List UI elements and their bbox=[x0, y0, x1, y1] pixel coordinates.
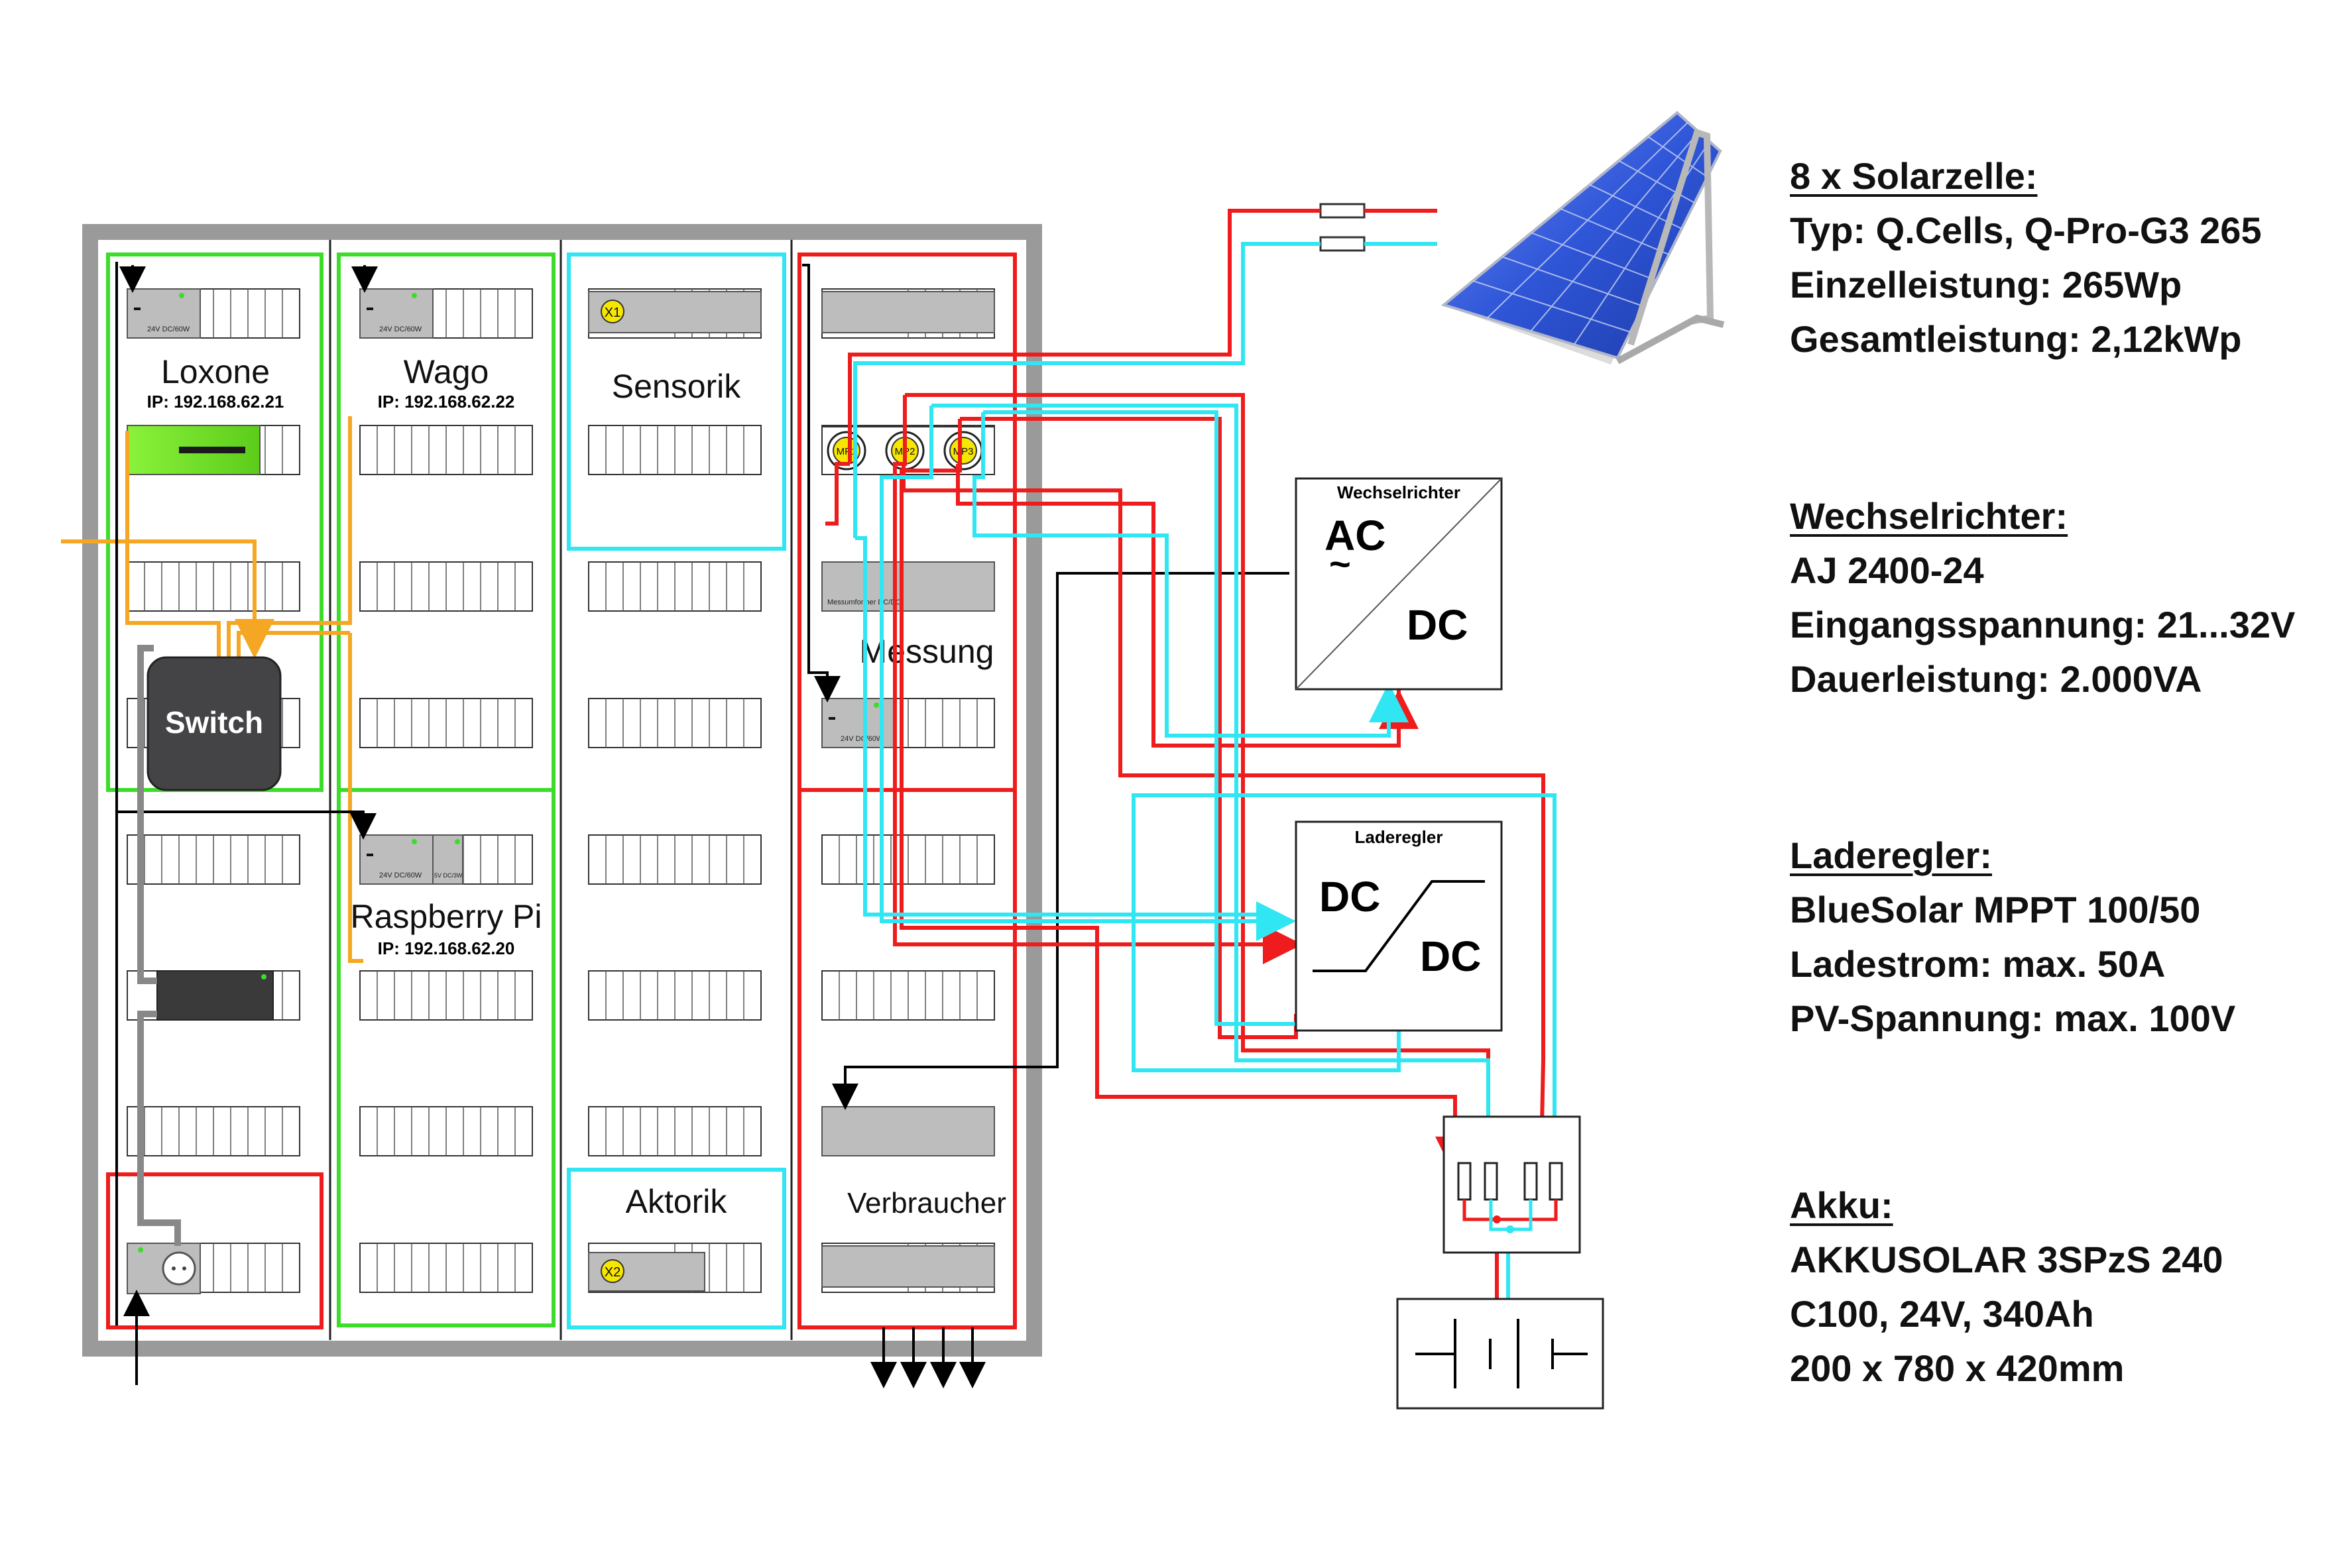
measure-point: MP3 bbox=[943, 431, 983, 471]
wago-ip: IP: 192.168.62.22 bbox=[378, 392, 515, 412]
breaker-module bbox=[359, 698, 533, 748]
power-socket-icon bbox=[162, 1251, 196, 1286]
loxone-psu-label: 24V DC/60W bbox=[147, 325, 190, 333]
tilde-icon: ~ bbox=[1329, 543, 1351, 585]
signal-lines bbox=[115, 262, 1289, 1388]
charger-spec: Laderegler: BlueSolar MPPT 100/50 Ladest… bbox=[1790, 828, 2347, 1046]
inverter-spec-line: Eingangsspannung: 21...32V bbox=[1790, 604, 2296, 645]
solar-spec-line: Typ: Q.Cells, Q-Pro-G3 265 bbox=[1790, 209, 2262, 251]
breaker-module bbox=[588, 698, 762, 748]
solar-spec-line: Einzelleistung: 265Wp bbox=[1790, 264, 2182, 306]
sensorik-outline bbox=[567, 252, 786, 551]
messumformer bbox=[821, 561, 995, 612]
consumer-breakers bbox=[821, 1106, 995, 1156]
messung-title: Messung bbox=[860, 633, 994, 670]
aktorik-title: Aktorik bbox=[626, 1183, 728, 1220]
wago-psu-label: 24V DC/60W bbox=[379, 325, 422, 333]
inverter-ac-label: AC bbox=[1324, 512, 1385, 559]
charger-spec-line: PV-Spannung: max. 100V bbox=[1790, 997, 2236, 1039]
special-modules: 24V DC/60W 24V DC/60W 24V DC/60W 5V DC/3… bbox=[127, 288, 995, 1294]
raspberry-ip: IP: 192.168.62.20 bbox=[378, 938, 515, 958]
charger-dc-in-label: DC bbox=[1319, 873, 1380, 921]
battery-spec-line: AKKUSOLAR 3SPzS 240 bbox=[1790, 1239, 2223, 1280]
inverter-spec-line: Dauerleistung: 2.000VA bbox=[1790, 658, 2202, 700]
battery-spec-title: Akku: bbox=[1790, 1184, 1893, 1226]
breaker-module bbox=[359, 1106, 533, 1156]
breaker-module bbox=[127, 1106, 300, 1156]
breaker-module bbox=[127, 834, 300, 885]
battery-spec: Akku: AKKUSOLAR 3SPzS 240 C100, 24V, 340… bbox=[1790, 1178, 2347, 1396]
inverter-spec-line: AJ 2400-24 bbox=[1790, 549, 1984, 591]
raspberry-psu-label: 24V DC/60W bbox=[379, 871, 422, 879]
breaker-module bbox=[359, 1243, 533, 1293]
breaker-module bbox=[588, 970, 762, 1021]
breaker-module bbox=[127, 561, 300, 612]
positive-wiring bbox=[825, 209, 1545, 1299]
breaker-module bbox=[588, 561, 762, 612]
charger-dc-out-label: DC bbox=[1420, 932, 1481, 980]
solar-panel-image bbox=[1441, 111, 1725, 364]
raspberry-psu bbox=[359, 834, 434, 885]
switch-label: Switch bbox=[165, 705, 263, 740]
aktorik-outline bbox=[567, 1168, 786, 1329]
battery-spec-line: C100, 24V, 340Ah bbox=[1790, 1293, 2094, 1335]
inverter-spec-title: Wechselrichter: bbox=[1790, 495, 2068, 537]
inverter-dc-label: DC bbox=[1407, 601, 1468, 649]
charger-box: Laderegler DC DC bbox=[1295, 820, 1503, 1032]
breaker-module bbox=[588, 425, 762, 475]
loxone-ip: IP: 192.168.62.21 bbox=[147, 392, 284, 412]
sensorik-title: Sensorik bbox=[612, 368, 742, 405]
breaker-module bbox=[821, 970, 995, 1021]
charger-spec-line: Ladestrom: max. 50A bbox=[1790, 943, 2166, 985]
network-switch: Switch bbox=[147, 656, 282, 791]
battery-fuse-box bbox=[1442, 1115, 1581, 1254]
battery-spec-line: 200 x 780 x 420mm bbox=[1790, 1347, 2125, 1389]
loxone-title: Loxone bbox=[161, 353, 270, 390]
measure-terminal-strip bbox=[821, 291, 995, 333]
verbraucher-title: Verbraucher bbox=[847, 1187, 1006, 1219]
raspberry-title: Raspberry Pi bbox=[351, 898, 542, 935]
messung-psu-label: 24V DC/60W bbox=[841, 735, 884, 743]
breaker-module bbox=[359, 561, 533, 612]
verbraucher-outline bbox=[797, 788, 1017, 1329]
solar-spec-line: Gesamtleistung: 2,12kWp bbox=[1790, 318, 2242, 360]
solar-spec-title: 8 x Solarzelle: bbox=[1790, 155, 2038, 197]
section-outlines bbox=[106, 252, 1017, 1329]
section-titles: Loxone IP: 192.168.62.21 Wago IP: 192.16… bbox=[147, 353, 1006, 1220]
consumer-terminal-strip bbox=[821, 1245, 995, 1288]
loxone-psu bbox=[127, 288, 201, 339]
wago-title: Wago bbox=[404, 353, 489, 390]
measure-point-label: MP3 bbox=[953, 446, 974, 457]
wago-psu bbox=[359, 288, 434, 339]
raspberry-pi-case bbox=[156, 970, 274, 1021]
raspberry-dcdc-label: 5V DC/3W bbox=[434, 872, 463, 879]
breaker-module bbox=[359, 425, 533, 475]
inverter-title: Wechselrichter bbox=[1337, 482, 1460, 502]
x1-label: X1 bbox=[605, 306, 620, 320]
socket-group-outline bbox=[106, 1172, 323, 1329]
negative-wiring bbox=[853, 242, 1557, 1299]
breaker-module bbox=[821, 834, 995, 885]
solar-spec: 8 x Solarzelle: Typ: Q.Cells, Q-Pro-G3 2… bbox=[1790, 149, 2347, 366]
grey-cables bbox=[137, 645, 181, 1246]
breaker-module bbox=[359, 970, 533, 1021]
charger-spec-title: Laderegler: bbox=[1790, 834, 1992, 876]
inverter-box: Wechselrichter AC ~ DC bbox=[1295, 477, 1503, 691]
inverter-spec: Wechselrichter: AJ 2400-24 Eingangsspann… bbox=[1790, 489, 2347, 706]
x2-label: X2 bbox=[605, 1265, 620, 1280]
breaker-module bbox=[588, 834, 762, 885]
breaker-module bbox=[588, 1106, 762, 1156]
x2-terminal-marker bbox=[601, 1259, 624, 1283]
x1-terminal-marker bbox=[601, 300, 624, 323]
charger-title: Laderegler bbox=[1355, 827, 1443, 847]
raspberry-group-outline bbox=[337, 788, 556, 1327]
network-cables bbox=[61, 416, 363, 963]
battery-symbol bbox=[1396, 1298, 1604, 1410]
solar-fuses bbox=[1319, 203, 1366, 252]
charger-spec-line: BlueSolar MPPT 100/50 bbox=[1790, 889, 2201, 930]
